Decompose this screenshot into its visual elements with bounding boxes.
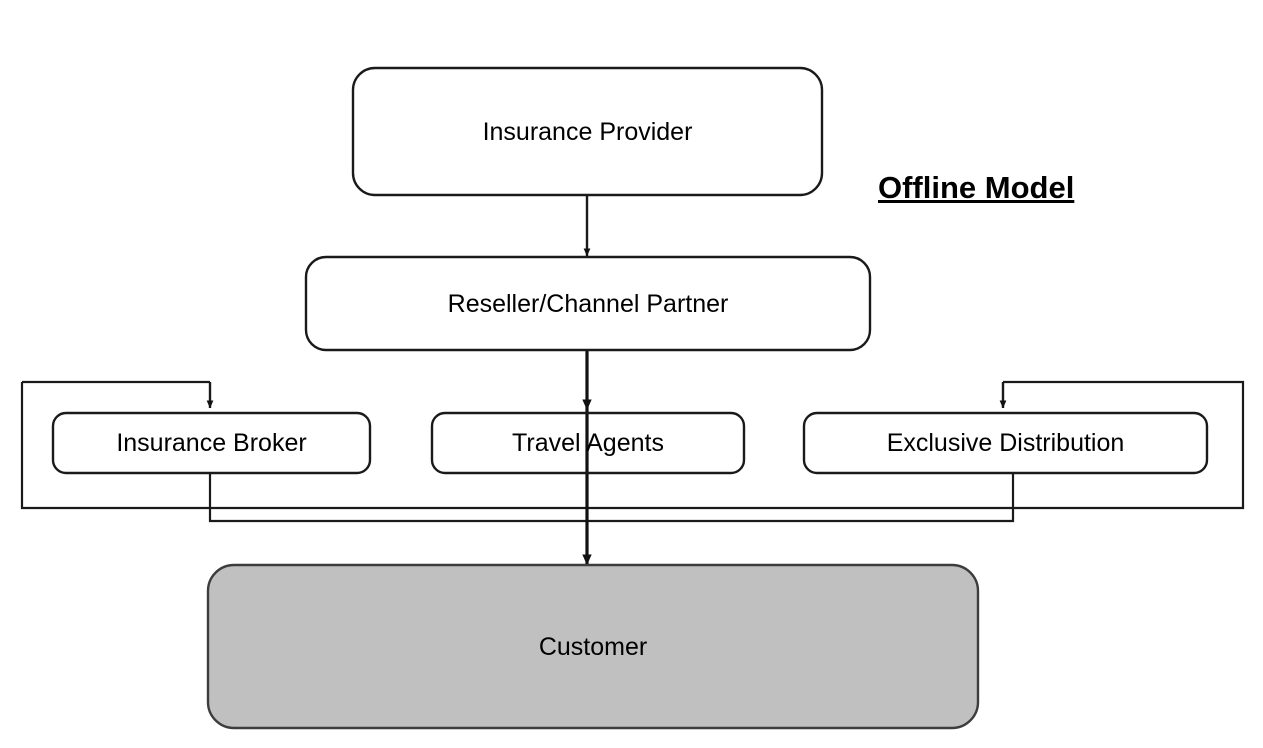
node-insurance-broker[interactable] xyxy=(51,411,372,475)
node-reseller-channel-partner[interactable] xyxy=(304,255,872,352)
node-customer[interactable] xyxy=(206,563,980,730)
diagram-title: Offline Model xyxy=(878,170,1075,205)
connector-branches-to-customer xyxy=(208,473,1015,523)
node-insurance-provider[interactable] xyxy=(351,66,824,197)
connector-reseller-fanout-outer xyxy=(20,380,1245,510)
node-exclusive-distribution[interactable] xyxy=(802,411,1209,475)
node-travel-agents[interactable] xyxy=(430,411,746,475)
